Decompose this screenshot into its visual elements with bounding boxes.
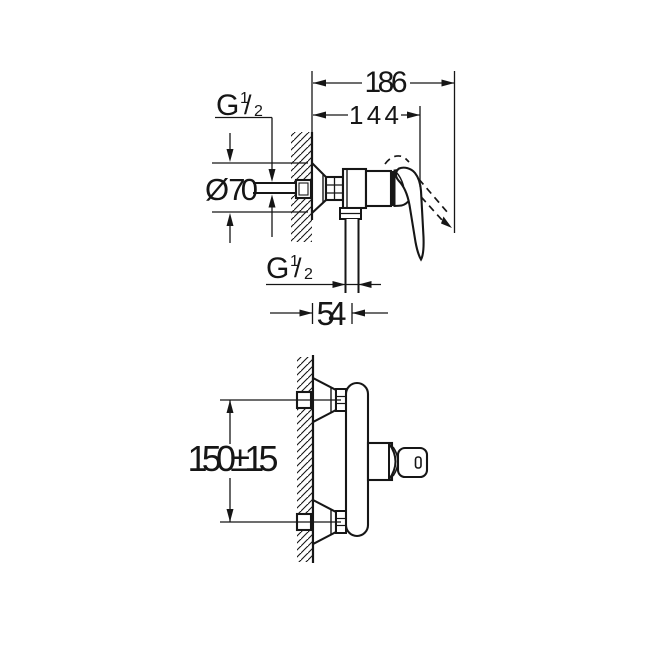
arrowhead bbox=[441, 79, 455, 87]
handle-knob-slot bbox=[414, 456, 422, 469]
arrowhead bbox=[268, 194, 276, 208]
arrowhead bbox=[313, 79, 326, 87]
side-view: 186 144 G 1 / 2 Ø 70 bbox=[205, 66, 456, 332]
handle-dome-arc-inner bbox=[392, 446, 399, 477]
thread-top-label-g: G bbox=[216, 89, 239, 122]
thread-bottom-label-den: 2 bbox=[304, 266, 313, 283]
handle-dome-arc bbox=[388, 442, 397, 481]
dim-mounting-distance-label: 150±15 bbox=[188, 438, 279, 479]
arrowhead bbox=[332, 281, 346, 288]
arrowhead bbox=[407, 111, 420, 119]
thread-top-label-den: 2 bbox=[254, 103, 263, 120]
dim-body-depth-label: 144 bbox=[349, 100, 399, 130]
handle-knob-front bbox=[396, 446, 429, 479]
front-view: 150±15 bbox=[188, 355, 429, 563]
thread-bottom-label-g: G bbox=[266, 252, 289, 285]
arrowhead bbox=[226, 149, 234, 162]
dim-total-depth-label: 186 bbox=[365, 66, 408, 99]
arrowhead bbox=[358, 281, 372, 288]
arrowhead bbox=[226, 509, 234, 522]
cartridge-ring bbox=[391, 171, 395, 206]
handle-lever-detail bbox=[395, 171, 405, 187]
dim-thread-top bbox=[215, 116, 273, 237]
escutcheon bbox=[310, 160, 328, 216]
mixer-body-front bbox=[344, 381, 370, 538]
cartridge-sleeve bbox=[364, 169, 393, 208]
handle-raised-dashed bbox=[384, 155, 449, 221]
arrowhead bbox=[268, 169, 276, 182]
handle-raised-tip bbox=[441, 216, 452, 228]
arrowhead bbox=[313, 111, 326, 119]
thread-top-label-slash: / bbox=[244, 90, 252, 120]
wall-hatch-front bbox=[297, 357, 313, 562]
outlet-pipe-body bbox=[345, 219, 359, 293]
dim-diameter-label: Ø 70 bbox=[205, 172, 258, 207]
supply-pipe-body bbox=[253, 183, 296, 193]
arrowhead bbox=[226, 400, 234, 413]
dim-diameter bbox=[212, 133, 308, 243]
arrowhead bbox=[352, 309, 365, 317]
thread-top-label-num: 1 bbox=[240, 90, 249, 107]
arrowhead bbox=[226, 213, 234, 226]
thread-bottom-label-num: 1 bbox=[290, 253, 299, 270]
union-nut-inner bbox=[298, 182, 309, 196]
dim-outlet-offset-label: 54 bbox=[317, 295, 347, 332]
arrowhead bbox=[299, 309, 313, 317]
thread-bottom-label-slash: / bbox=[294, 253, 302, 283]
handle-lever bbox=[394, 166, 425, 262]
